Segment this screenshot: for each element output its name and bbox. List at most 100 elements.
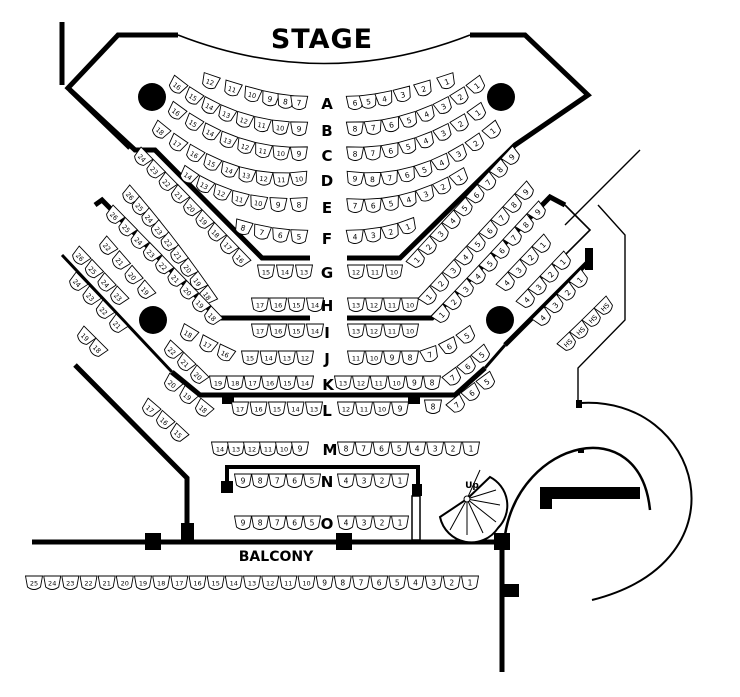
- seat[interactable]: 1: [481, 119, 504, 141]
- seat[interactable]: 9: [500, 145, 522, 168]
- seat[interactable]: 11: [253, 142, 274, 159]
- seat[interactable]: 4: [398, 190, 419, 208]
- seat[interactable]: 16: [153, 409, 176, 431]
- seat[interactable]: 8: [514, 213, 536, 236]
- seat[interactable]: 8: [363, 171, 382, 187]
- seat[interactable]: 1: [390, 473, 410, 488]
- seat[interactable]: 23: [144, 158, 166, 182]
- seat[interactable]: 4: [430, 152, 452, 172]
- seat[interactable]: 6: [285, 515, 304, 530]
- seat[interactable]: 23: [80, 285, 102, 308]
- seat[interactable]: 5: [358, 93, 378, 110]
- seat[interactable]: 5: [455, 324, 478, 346]
- seat[interactable]: 13: [216, 104, 238, 124]
- seat[interactable]: 5: [413, 159, 434, 179]
- seat[interactable]: 1: [417, 285, 439, 308]
- seat[interactable]: 15: [278, 375, 297, 390]
- seat[interactable]: 2: [413, 79, 434, 98]
- seat[interactable]: 4: [453, 245, 476, 268]
- seat[interactable]: 8: [345, 121, 364, 136]
- seat[interactable]: 11: [272, 172, 291, 187]
- seat[interactable]: 9: [233, 473, 253, 488]
- seat[interactable]: 9: [233, 515, 253, 530]
- seat[interactable]: 3: [363, 226, 383, 243]
- seat[interactable]: 13: [294, 264, 314, 279]
- seat[interactable]: 2: [431, 176, 453, 197]
- seat[interactable]: 16: [249, 401, 268, 416]
- seat[interactable]: 19: [189, 292, 212, 315]
- seat[interactable]: 13: [333, 375, 353, 390]
- seat[interactable]: 13: [304, 401, 324, 416]
- seat[interactable]: 2: [372, 473, 392, 488]
- seat[interactable]: 25: [116, 216, 138, 240]
- seat[interactable]: 4: [408, 441, 427, 456]
- seat[interactable]: 22: [156, 171, 179, 194]
- seat[interactable]: 16: [188, 575, 207, 590]
- seat[interactable]: 8: [488, 158, 510, 181]
- seat[interactable]: 12: [295, 350, 315, 365]
- seat[interactable]: 3: [527, 275, 549, 298]
- seat[interactable]: 9: [269, 197, 288, 212]
- seat[interactable]: 2: [448, 86, 472, 107]
- seat[interactable]: 15: [182, 112, 205, 133]
- seat[interactable]: 17: [250, 297, 270, 312]
- seat[interactable]: 15: [240, 350, 260, 365]
- seat[interactable]: 8: [251, 515, 270, 530]
- seat[interactable]: 4: [345, 229, 364, 244]
- seat[interactable]: 2: [442, 290, 464, 313]
- seat[interactable]: 16: [269, 323, 288, 338]
- seat[interactable]: 10: [242, 85, 263, 103]
- seat[interactable]: 1: [448, 166, 471, 188]
- seat[interactable]: 22: [97, 235, 119, 258]
- seat[interactable]: 20: [177, 279, 200, 303]
- seat[interactable]: 5: [475, 370, 498, 392]
- seat[interactable]: 12: [351, 375, 371, 390]
- seat[interactable]: 18: [205, 221, 228, 245]
- seat[interactable]: 1: [531, 233, 553, 256]
- seat[interactable]: 4: [531, 306, 554, 329]
- seat[interactable]: 18: [149, 119, 172, 141]
- seat[interactable]: 12: [200, 72, 221, 91]
- seat[interactable]: 13: [346, 297, 366, 312]
- seat[interactable]: 19: [74, 325, 97, 348]
- seat[interactable]: 24: [139, 207, 161, 230]
- seat[interactable]: 5: [290, 229, 309, 244]
- seat[interactable]: 3: [447, 143, 469, 164]
- seat[interactable]: 9: [290, 121, 309, 136]
- seat[interactable]: 19: [133, 575, 153, 590]
- seat[interactable]: 6: [464, 183, 487, 206]
- seat[interactable]: 7: [354, 441, 373, 456]
- seat[interactable]: 4: [406, 575, 425, 590]
- seat[interactable]: 17: [250, 323, 270, 338]
- seat[interactable]: 22: [161, 339, 184, 361]
- seat[interactable]: 10: [400, 297, 420, 312]
- seat[interactable]: 6: [381, 115, 401, 134]
- seat[interactable]: 18: [192, 397, 215, 419]
- seat[interactable]: 3: [424, 575, 443, 590]
- seat[interactable]: 14: [224, 575, 243, 590]
- seat[interactable]: 3: [354, 473, 374, 488]
- seat[interactable]: 3: [543, 293, 567, 316]
- seat[interactable]: 21: [109, 249, 132, 273]
- seat[interactable]: 17: [243, 375, 262, 390]
- seat[interactable]: 20: [161, 372, 184, 394]
- seat[interactable]: 15: [287, 323, 306, 338]
- seat[interactable]: 14: [259, 350, 278, 365]
- seat[interactable]: 7: [351, 575, 371, 590]
- seat[interactable]: 5: [302, 473, 322, 488]
- seat[interactable]: 12: [364, 323, 384, 338]
- seat[interactable]: 6: [460, 381, 483, 404]
- seat[interactable]: 15: [206, 575, 225, 590]
- seat[interactable]: 10: [272, 145, 291, 161]
- seat[interactable]: 19: [193, 209, 215, 232]
- seat[interactable]: 12: [254, 170, 274, 186]
- seat[interactable]: HS: [568, 319, 592, 342]
- seat[interactable]: 2: [556, 281, 579, 304]
- seat[interactable]: 7: [490, 206, 512, 229]
- seat[interactable]: 2: [464, 132, 487, 154]
- seat[interactable]: 12: [235, 137, 256, 156]
- seat[interactable]: 21: [97, 575, 116, 590]
- seat[interactable]: 22: [158, 231, 180, 254]
- seat[interactable]: 10: [364, 350, 384, 365]
- seat[interactable]: 13: [236, 166, 257, 184]
